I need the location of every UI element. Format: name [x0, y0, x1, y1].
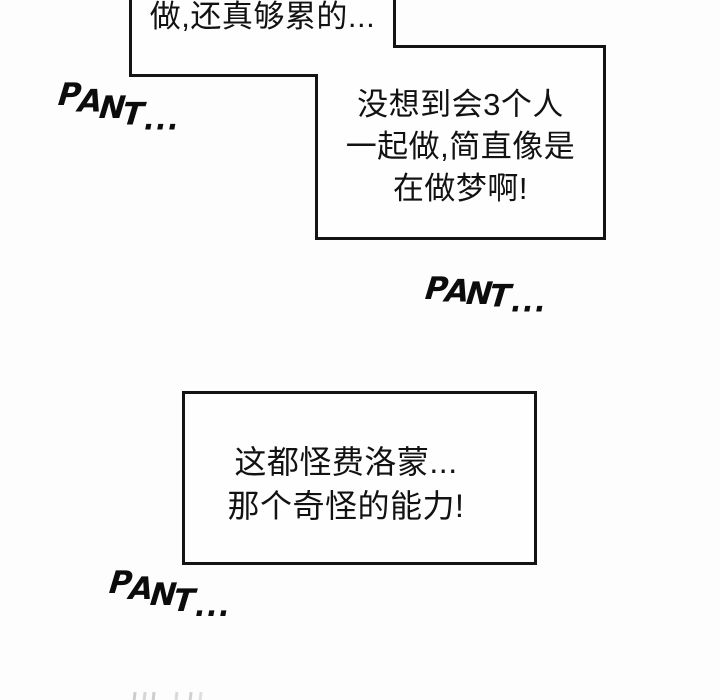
- speech-line: 没想到会3个人: [357, 87, 564, 122]
- speech-bubble-merged-outline: [129, 0, 606, 240]
- cropped-lettering-artifact: [132, 691, 223, 700]
- speech-bubble-center-text: 没想到会3个人 一起做,简直像是 在做梦啊!: [316, 84, 605, 210]
- sfx-pant-trail: ...: [510, 284, 547, 319]
- sfx-pant-trail: ...: [194, 589, 231, 623]
- speech-bubble-top-left-text: 做,还真够累的...: [130, 0, 395, 37]
- speech-bubble-bottom-text: 这都怪费洛蒙... 那个奇怪的能力!: [183, 440, 535, 528]
- speech-line: 做,还真够累的...: [149, 0, 376, 34]
- speech-line: 那个奇怪的能力!: [227, 488, 465, 524]
- speech-line: 在做梦啊!: [392, 171, 529, 206]
- speech-line: 这都怪费洛蒙...: [234, 444, 458, 480]
- sfx-pant-trail: ...: [143, 102, 180, 137]
- speech-line: 一起做,简直像是: [345, 129, 576, 164]
- speech-bubble-bottom-outline: [182, 391, 537, 565]
